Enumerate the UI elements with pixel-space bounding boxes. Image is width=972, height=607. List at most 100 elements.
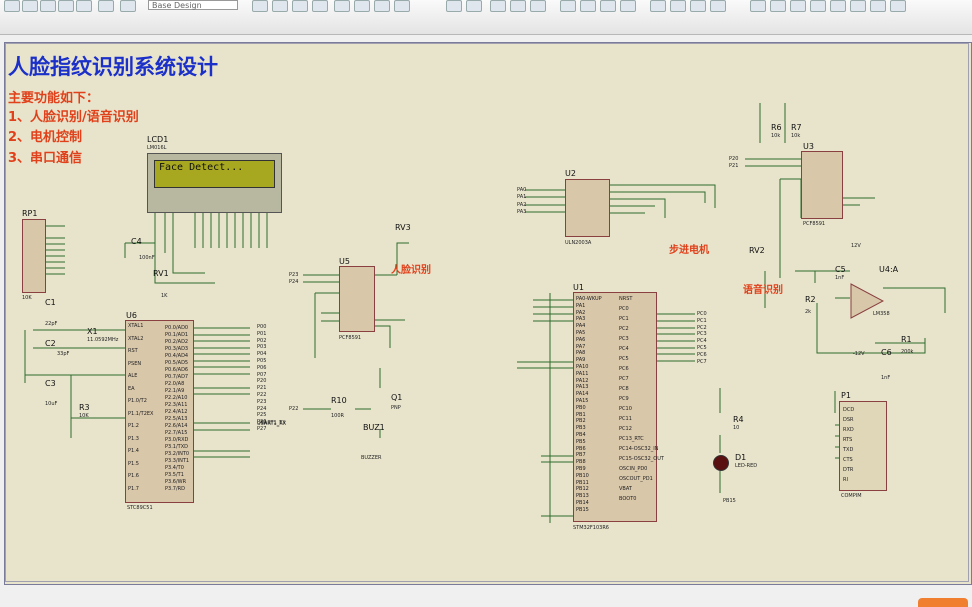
search-icon[interactable]: [770, 0, 786, 12]
u6-pin-label: P0.0/AD0: [165, 325, 189, 331]
wire-autorouter-icon[interactable]: [750, 0, 766, 12]
u6-net-label: P03: [257, 344, 267, 351]
u6-pin-label: P2.4/A12: [165, 409, 188, 415]
property-tool-icon[interactable]: [790, 0, 806, 12]
u6-net-label: P24: [257, 405, 267, 412]
help-icon[interactable]: [120, 0, 136, 12]
buz1-part: BUZZER: [361, 455, 382, 461]
paste-icon[interactable]: [530, 0, 546, 12]
u6-net-label: P23: [257, 398, 267, 405]
u6-pin-label: P3.4/T0: [165, 465, 184, 471]
u3-net-label: P21: [729, 163, 739, 169]
u2-driver[interactable]: [565, 179, 610, 237]
make-device-icon[interactable]: [670, 0, 686, 12]
rp1-resistor-pack[interactable]: [22, 219, 46, 293]
u5-adc[interactable]: [339, 266, 375, 332]
lcd1-ref: LCD1: [147, 135, 169, 144]
origin-icon[interactable]: [292, 0, 308, 12]
import-icon[interactable]: [58, 0, 74, 12]
u6-pin-label: RST: [128, 348, 138, 354]
r6-ref: R6: [771, 123, 782, 132]
rp1-part: 10K: [22, 295, 32, 301]
block-copy-icon[interactable]: [560, 0, 576, 12]
u6-net-label: P25: [257, 412, 267, 419]
export-icon[interactable]: [76, 0, 92, 12]
u1-pin-label: PC8: [619, 386, 629, 392]
u1-pin-label: PC9: [619, 396, 629, 402]
led-icon[interactable]: [713, 455, 729, 471]
r3-ref: R3: [79, 403, 90, 412]
zoom-in-icon[interactable]: [334, 0, 350, 12]
x1-value: 11.0592MHz: [87, 337, 119, 343]
sheet-border: [5, 43, 969, 582]
rv2-ref: RV2: [749, 246, 765, 255]
u1-pin-label: PA2: [576, 309, 586, 316]
u1-pin-label: PC6: [619, 366, 629, 372]
schematic-sheet[interactable]: 人脸指纹识别系统设计 主要功能如下： 1、人脸识别/语音识别 2、电机控制 3、…: [4, 42, 972, 585]
r4-ref: R4: [733, 415, 744, 424]
u1-pin-label: PB2: [576, 418, 586, 425]
new-sheet-icon[interactable]: [810, 0, 826, 12]
u1-pin-label: PA6: [576, 336, 586, 343]
u4-opamp-symbol[interactable]: [850, 283, 884, 319]
u6-mcu[interactable]: [125, 320, 194, 503]
redo-icon[interactable]: [466, 0, 482, 12]
toolbar: Base Design: [0, 0, 972, 35]
u6-net-label: P27: [257, 426, 267, 432]
redraw-icon[interactable]: [252, 0, 268, 12]
zoom-area-icon[interactable]: [394, 0, 410, 12]
u3-adc[interactable]: [801, 151, 843, 219]
q1-net-label: P22: [289, 406, 299, 412]
u1-pin-label: BOOT0: [619, 496, 637, 502]
u1-pin-label: PB1: [576, 411, 586, 418]
undo-icon[interactable]: [446, 0, 462, 12]
u2-ref: U2: [565, 169, 576, 178]
print-icon[interactable]: [98, 0, 114, 12]
r1-ref: R1: [901, 335, 912, 344]
decompose-icon[interactable]: [710, 0, 726, 12]
u6-pin-label: P0.6/AD6: [165, 367, 189, 373]
u6-pin-label: EA: [128, 385, 135, 392]
erc-icon[interactable]: [890, 0, 906, 12]
rp1-ref: RP1: [22, 209, 38, 218]
bom-icon[interactable]: [870, 0, 886, 12]
u1-pin-label: PB15: [576, 506, 589, 513]
copy-icon[interactable]: [510, 0, 526, 12]
u1-pin-label: PA14: [576, 391, 589, 398]
p1-serial-port[interactable]: [839, 401, 887, 491]
cut-icon[interactable]: [490, 0, 506, 12]
u6-pin-label: P0.7/AD7: [165, 374, 189, 380]
design-combo[interactable]: Base Design: [148, 0, 238, 10]
u1-mcu[interactable]: [573, 292, 657, 522]
pan-icon[interactable]: [312, 0, 328, 12]
p1-pin-label: DTR: [843, 467, 854, 473]
u1-pin-label: PA13: [576, 384, 589, 391]
zoom-out-icon[interactable]: [354, 0, 370, 12]
u6-pin-label: XTAL1: [128, 323, 144, 329]
u1-pin-label: PB10: [576, 472, 589, 479]
u1-pin-label: PA12: [576, 377, 589, 384]
grid-icon[interactable]: [272, 0, 288, 12]
block-delete-icon[interactable]: [620, 0, 636, 12]
u3-part: PCF8591: [803, 221, 826, 227]
netlist-icon[interactable]: [850, 0, 866, 12]
lcd1-display[interactable]: Face Detect...: [147, 153, 282, 213]
save-icon[interactable]: [40, 0, 56, 12]
block-rotate-icon[interactable]: [600, 0, 616, 12]
package-tool-icon[interactable]: [690, 0, 706, 12]
u1-net-label: PC5: [697, 345, 707, 351]
open-file-icon[interactable]: [22, 0, 38, 12]
block-move-icon[interactable]: [580, 0, 596, 12]
u2-net-label: PA3: [517, 208, 527, 215]
zoom-all-icon[interactable]: [374, 0, 390, 12]
u1-pin-label: PB5: [576, 438, 586, 445]
u6-pin-label: P2.7/A15: [165, 430, 188, 436]
remove-sheet-icon[interactable]: [830, 0, 846, 12]
u6-pin-label: P0.5/AD5: [165, 360, 189, 366]
pick-device-icon[interactable]: [650, 0, 666, 12]
u1-pin-label: PA0-WKUP: [576, 296, 602, 302]
new-file-icon[interactable]: [4, 0, 20, 12]
p1-pin-label: DCD: [843, 407, 855, 413]
u1-pin-label: PC12: [619, 426, 632, 432]
c5-ref: C5: [835, 265, 846, 274]
